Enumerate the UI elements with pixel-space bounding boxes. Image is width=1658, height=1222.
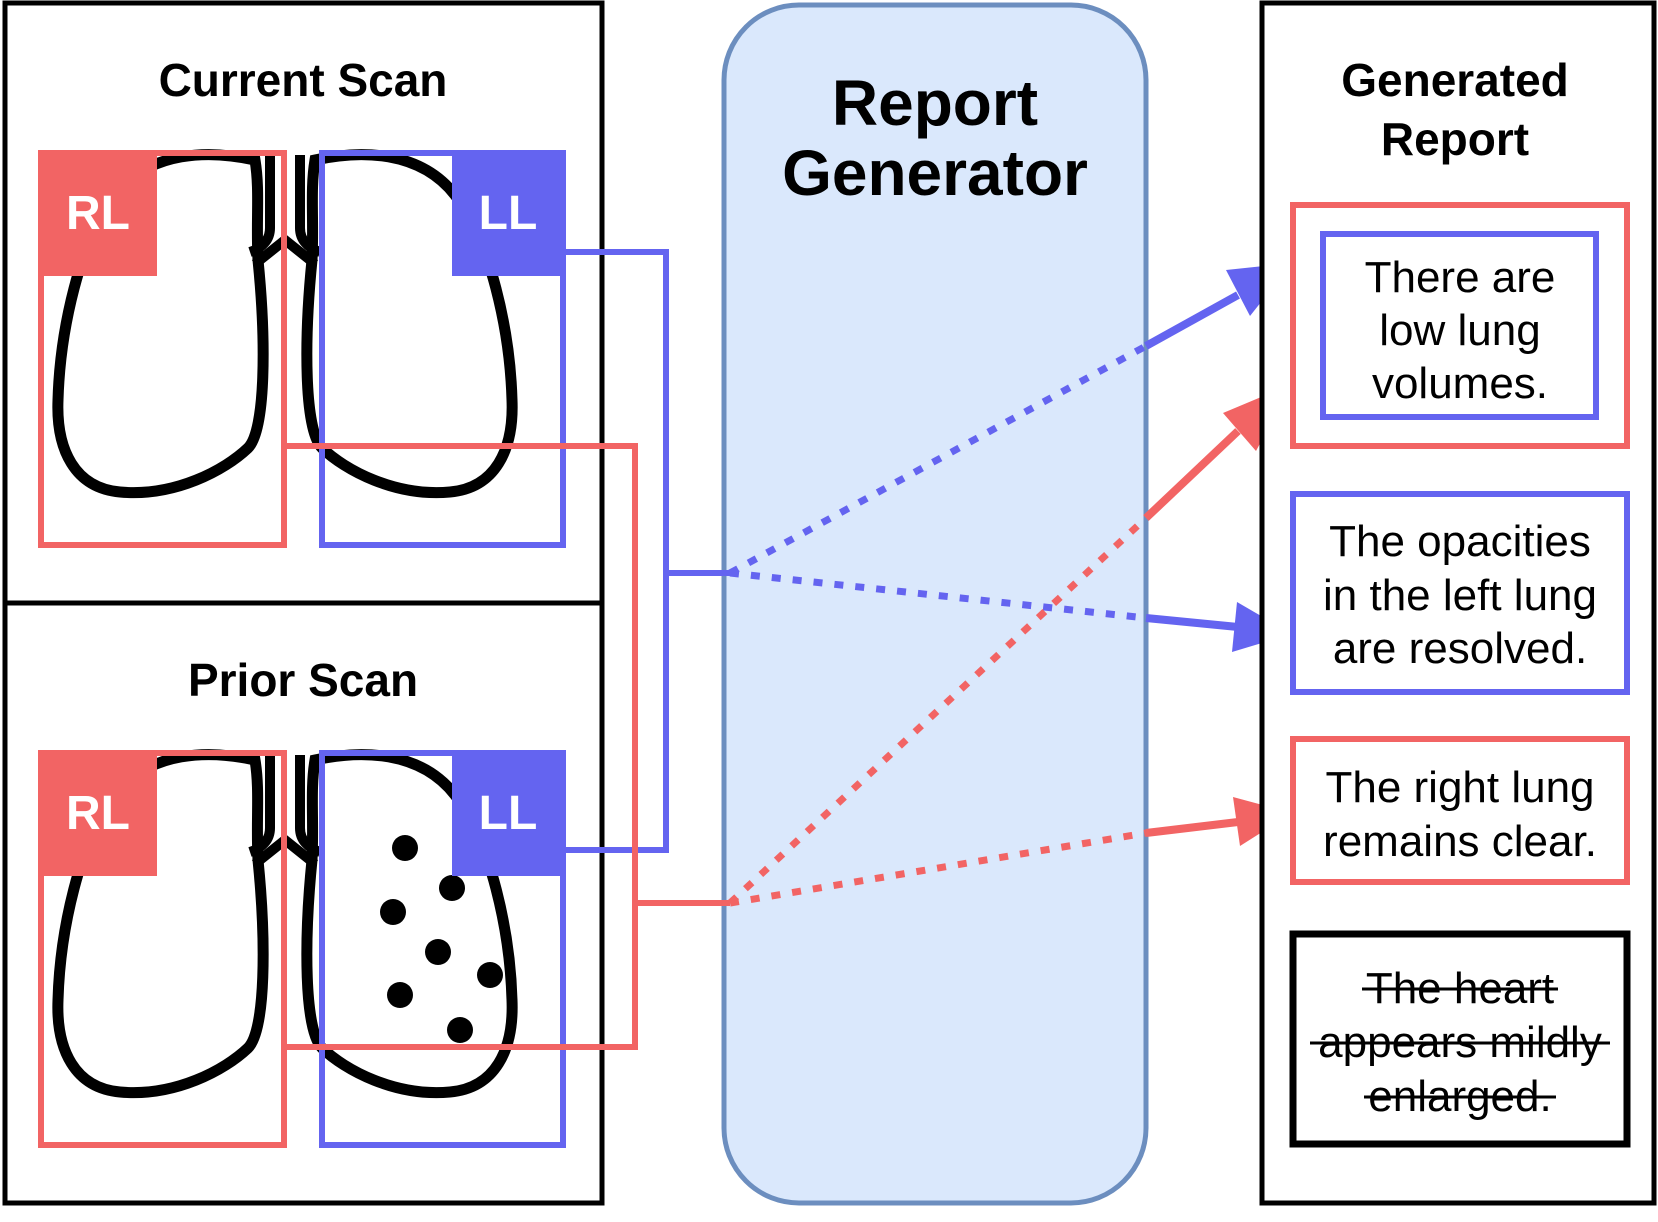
sentence-1-inner-box — [1320, 231, 1599, 420]
current-rl-tag — [41, 153, 157, 276]
rl-dotted-path-to-clear — [729, 829, 1147, 907]
report-generator-box — [721, 2, 1149, 1206]
prior-ll-box — [319, 750, 566, 1148]
ll-dotted-path-to-volumes — [728, 342, 1148, 577]
sentence-1-outer-box — [1290, 202, 1630, 449]
prior-rl-label: RL — [66, 787, 130, 840]
arrow-rl-volumes — [1143, 428, 1241, 521]
generator-title-line2: Generator — [782, 137, 1088, 209]
prior-rl-box — [38, 750, 287, 1148]
sentence-2-box — [1290, 491, 1630, 695]
current-rl-label: RL — [66, 187, 130, 240]
prior-ll-tag — [452, 753, 566, 876]
sentence-3-line-1: The right lung — [1325, 763, 1594, 812]
prior-ll-label: LL — [479, 787, 538, 840]
sentence-4-box — [1289, 930, 1631, 1148]
current-ll-tag — [452, 153, 566, 276]
sentence-2-line-3: are resolved. — [1333, 624, 1587, 673]
ll-bracket-connector — [563, 249, 669, 853]
current-ll-label: LL — [479, 187, 538, 240]
opacity-dots — [380, 835, 503, 1043]
sentence-3-box — [1290, 736, 1630, 885]
arrow-ll-volumes — [1144, 291, 1240, 350]
arrow-ll-opacities — [1145, 614, 1239, 631]
report-title-line2: Report — [1381, 113, 1529, 165]
prior-rl-tag — [41, 753, 157, 876]
sentence-4-strikethrough — [1310, 987, 1610, 1099]
sentence-1-line-1: There are — [1365, 253, 1556, 302]
current-rl-box — [38, 150, 287, 548]
prior-scan-title: Prior Scan — [188, 654, 418, 706]
ll-dotted-path-to-opacities — [729, 569, 1147, 622]
current-ll-box — [319, 150, 566, 548]
current-scan-title: Current Scan — [159, 54, 448, 106]
sentence-1-line-2: low lung — [1379, 306, 1540, 355]
arrow-rl-clear — [1145, 818, 1239, 837]
sentence-1-line-3: volumes. — [1372, 359, 1548, 408]
sentence-3-line-2: remains clear. — [1323, 817, 1597, 866]
generator-title-line1: Report — [832, 67, 1038, 139]
sentence-2-line-2: in the left lung — [1323, 571, 1597, 620]
sentence-2-line-1: The opacities — [1329, 517, 1591, 566]
rl-bracket-connector — [284, 443, 638, 1050]
report-title-line1: Generated — [1341, 54, 1569, 106]
